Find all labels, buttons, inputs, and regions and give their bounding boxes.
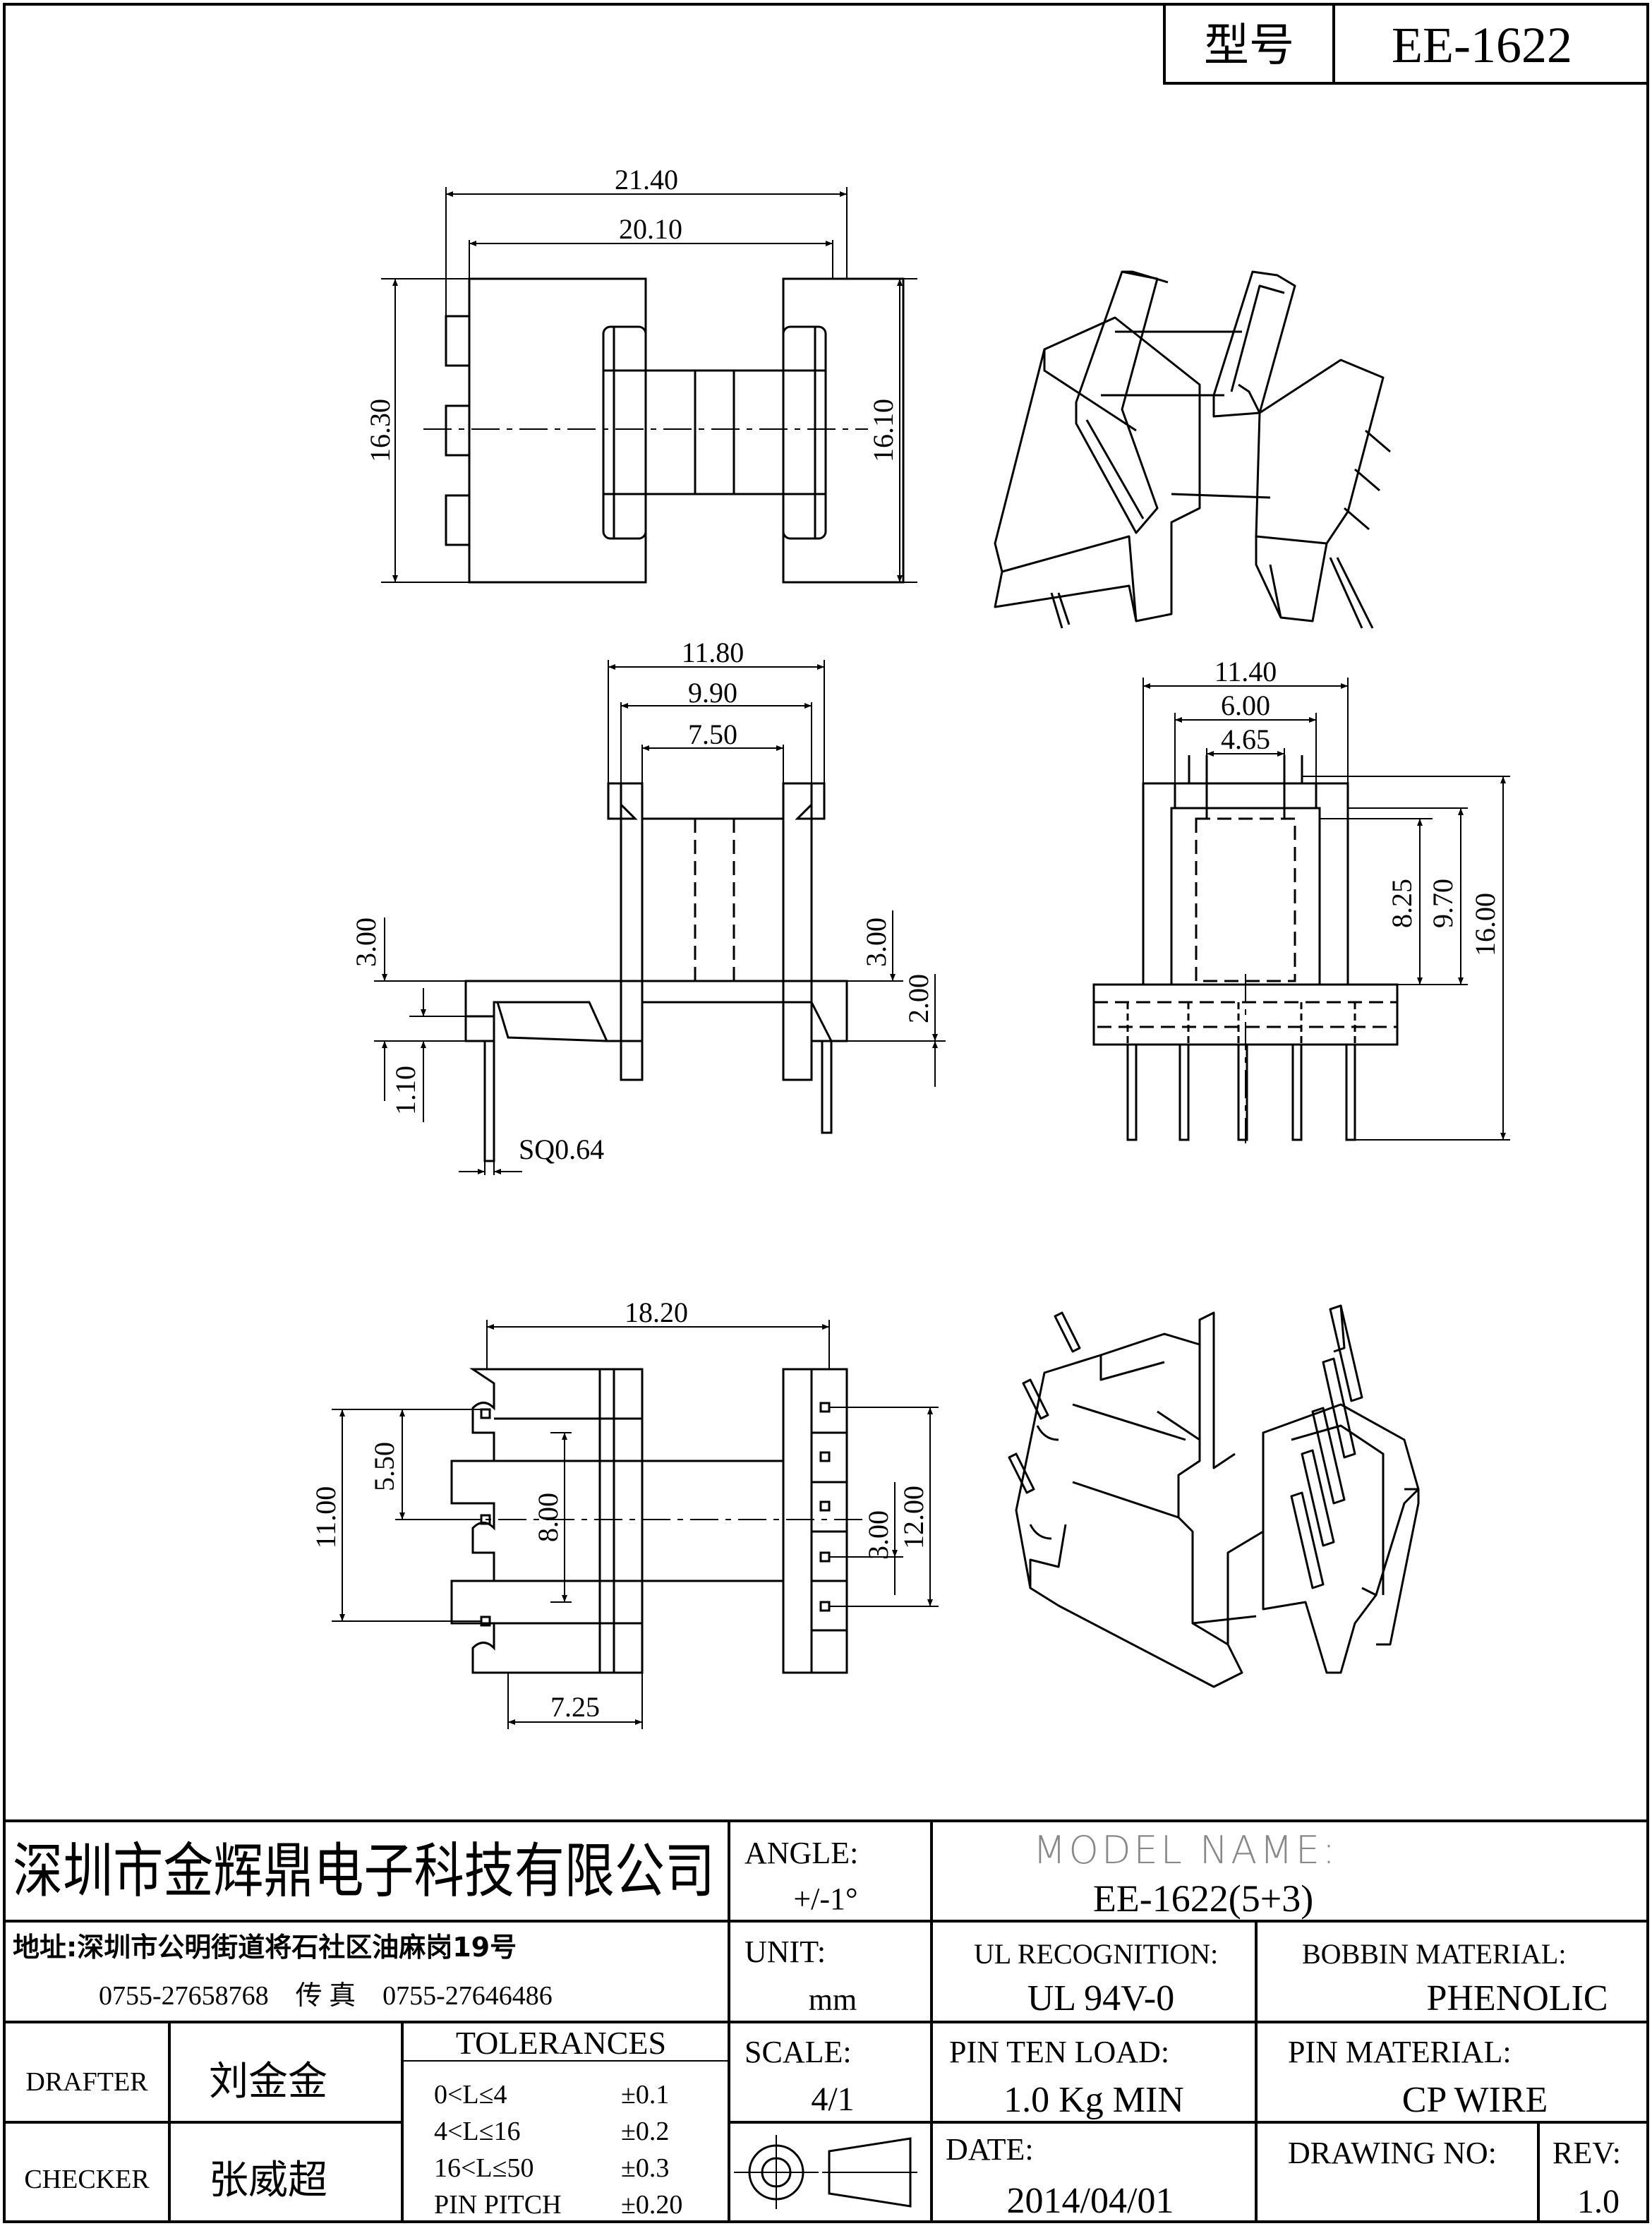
tolerance-range-2: 16<L≤50 [434,2153,534,2183]
tolerance-value-2: ±0.3 [621,2153,669,2183]
dim-5-50: 5.50 [368,1442,400,1491]
angle-label: ANGLE: [744,1836,858,1870]
title-block-lines [4,1819,1648,2222]
rev-label: REV: [1552,2136,1621,2170]
dim-1-10: 1.10 [390,1066,421,1115]
dim-9-90: 9.90 [688,677,737,709]
tolerance-value-3: ±0.20 [621,2190,682,2220]
front-view [1092,678,1510,1143]
drawing-border [3,3,1649,2223]
dim-11-80: 11.80 [682,637,744,668]
dim-4-65: 4.65 [1221,723,1270,755]
bobbin-material-label: BOBBIN MATERIAL: [1302,1938,1566,1970]
model-header-value: EE-1622 [1392,17,1572,73]
dim-9-70: 9.70 [1427,879,1459,928]
model-header-box: 型号 EE-1622 [1163,3,1649,85]
checker-name: 张威超 [209,2158,327,2203]
unit-value: mm [809,1983,857,2017]
company-name: 深圳市金辉鼎电子科技有限公司 [13,1836,715,1906]
tolerances-label: TOLERANCES [456,2025,666,2061]
tolerance-range-0: 0<L≤4 [434,2080,507,2110]
pin-ten-load-label: PIN TEN LOAD: [949,2035,1169,2069]
model-name-value: EE-1622(5+3) [1093,1877,1313,1920]
projection-symbol [734,2135,917,2209]
ul-label: UL RECOGNITION: [974,1938,1218,1970]
dim-2-00: 2.00 [903,974,934,1023]
rev-value: 1.0 [1577,2183,1620,2220]
drafter-name: 刘金金 [209,2059,327,2105]
company-phone: 0755-27658768 传 真 0755-27646486 [99,1981,553,2011]
tolerance-range-1: 4<L≤16 [434,2117,521,2146]
dim-12-00: 12.00 [898,1486,929,1549]
model-name-label: MODEL NAME: [1033,1828,1338,1872]
dim-18-20: 18.20 [625,1297,688,1328]
date-label: DATE: [946,2132,1034,2167]
dim-21-40: 21.40 [615,164,678,195]
dim-3-00-right: 3.00 [860,918,892,967]
dim-16-30: 16.30 [364,399,396,462]
tolerance-value-0: ±0.1 [621,2080,669,2110]
dim-8-00: 8.00 [532,1493,564,1542]
scale-value: 4/1 [811,2081,854,2118]
top-view [381,187,917,584]
side-view [374,660,946,1175]
dim-3-00-left: 3.00 [350,918,382,967]
model-header-label: 型号 [1204,20,1294,72]
company-address: 地址:深圳市公明街道将石社区油麻岗19号 [13,1932,517,1963]
dim-11-00: 11.00 [310,1486,342,1549]
scale-label: SCALE: [744,2035,852,2069]
drafter-label: DRAFTER [25,2067,148,2097]
bobbin-material-value: PHENOLIC [1426,1978,1608,2019]
dim-7-50: 7.50 [688,718,737,750]
isometric-view-bottom [1008,1304,1420,1688]
ul-value: UL 94V-0 [1027,1978,1174,2019]
dim-11-40: 11.40 [1214,656,1277,687]
pin-material-value: CP WIRE [1402,2080,1548,2120]
unit-label: UNIT: [744,1935,826,1969]
angle-value: +/-1° [793,1882,857,1916]
dim-6-00: 6.00 [1221,690,1270,721]
pin-material-label: PIN MATERIAL: [1288,2035,1512,2069]
dim-16-10: 16.10 [867,399,899,462]
tolerance-value-1: ±0.2 [621,2117,669,2146]
drawing-no-label: DRAWING NO: [1288,2136,1497,2170]
pin-ten-load-value: 1.0 Kg MIN [1003,2080,1184,2120]
dim-sq-pin: SQ0.64 [519,1133,604,1165]
date-value: 2014/04/01 [1007,2181,1174,2221]
tolerance-range-3: PIN PITCH [434,2190,562,2220]
dim-7-25: 7.25 [550,1691,600,1723]
dim-8-25: 8.25 [1386,879,1418,928]
isometric-view-top [994,270,1391,629]
checker-label: CHECKER [24,2165,150,2194]
dim-3-00-bottom: 3.00 [862,1510,894,1560]
bottom-view [332,1320,939,1729]
dim-20-10: 20.10 [619,213,682,245]
dim-16-00: 16.00 [1469,893,1501,956]
